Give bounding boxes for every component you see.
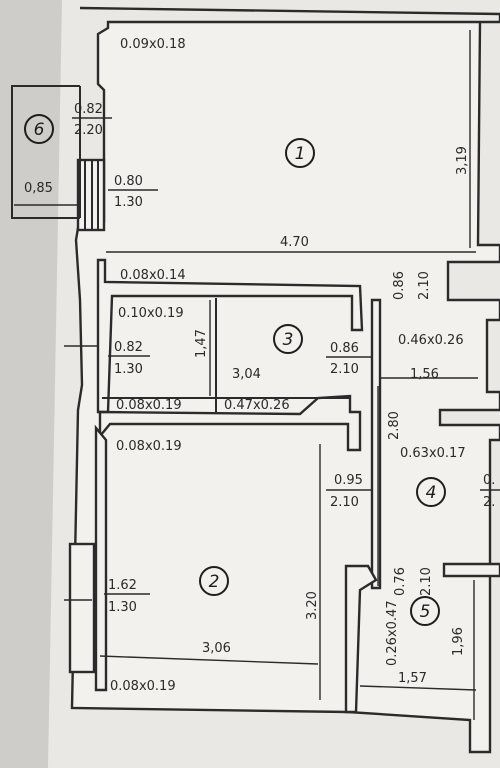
room-2-number: 2 [209,572,220,592]
r5-door-denominator: 2.10 [419,567,434,596]
r5-door-numerator: 0.76 [393,567,408,596]
r1-top-opening: 0.09x0.18 [120,37,186,52]
r5-length: 1,96 [451,627,466,656]
room-2-marker [199,566,229,596]
room-5-marker [410,596,440,626]
right-niche-2: 0.63x0.17 [400,446,466,461]
room-4-number: 4 [426,483,437,503]
r3-bottom-right-niche: 0.47x0.26 [224,398,290,413]
r3-depth: 1,47 [194,329,209,358]
r5-width: 1,57 [398,671,427,686]
r2-door-numerator: 0.95 [334,473,363,488]
exterior-walls [68,6,500,754]
interior-walls [94,258,500,714]
r1-bottom-niche: 0.08x0.14 [120,268,186,283]
room-3-marker [273,324,303,354]
r4-door-numerator: 0. [483,473,495,488]
right-niche-1: 0.46x0.26 [398,333,464,348]
room-1-marker [285,138,315,168]
corridor-length: 2.80 [387,411,402,440]
door-top-numerator: 0.86 [392,271,407,300]
r2-height: 3.20 [305,591,320,620]
r2-window-denominator: 1.30 [108,600,137,615]
r3-width: 3,04 [232,367,261,382]
r1-height: 3,19 [455,146,470,175]
room-6-marker [24,114,54,144]
r6-window-numerator: 0.82 [74,102,103,117]
room-3-number: 3 [283,330,294,350]
r4-door-denominator: 2. [483,495,495,510]
r6-depth: 0,85 [24,181,53,196]
r1-window-numerator: 0.80 [114,174,143,189]
r2-bottom-niche: 0.08x0.19 [110,679,176,694]
r3-niche: 0.10x0.19 [118,306,184,321]
room-6-number: 6 [34,120,45,140]
r2-window-numerator: 1.62 [108,578,137,593]
room-4-marker [416,477,446,507]
r2-width: 3,06 [202,641,231,656]
door-top-denominator: 2.10 [417,271,432,300]
r2-door-denominator: 2.10 [330,495,359,510]
r3-door-denominator: 2.10 [330,362,359,377]
r1-width: 4.70 [280,235,309,250]
r6-window-denominator: 2.20 [74,123,103,138]
r2-top-niche: 0.08x0.19 [116,439,182,454]
balcony-outline [11,85,81,219]
r3-window-numerator: 0.82 [114,340,143,355]
r3-window-denominator: 1.30 [114,362,143,377]
dimension-lines [14,30,478,720]
room-5-number: 5 [420,602,431,622]
r5-niche: 0.26x0.47 [385,600,400,666]
r3-door-numerator: 0.86 [330,341,359,356]
r3-bottom-left-niche: 0.08x0.19 [116,398,182,413]
r1-window-denominator: 1.30 [114,195,143,210]
room-1-number: 1 [295,144,306,164]
corridor-width: 1,56 [410,367,439,382]
